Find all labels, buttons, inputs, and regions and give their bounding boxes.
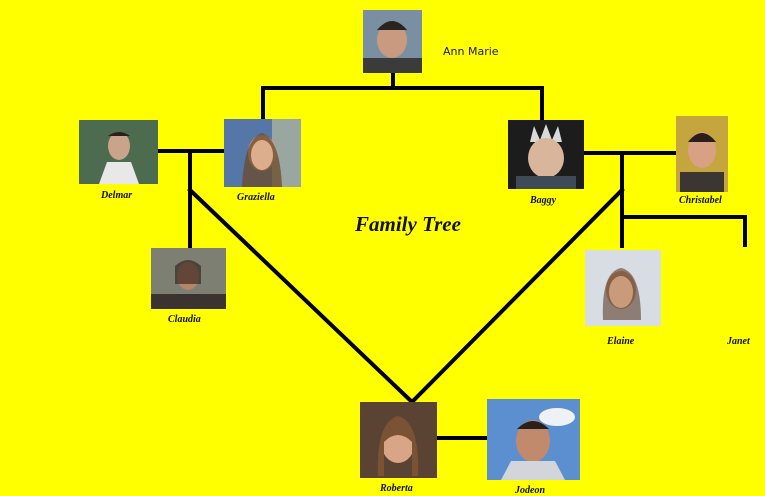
line-to-janet [620,215,747,247]
photo-elaine [585,250,661,326]
photo-delmar [79,120,158,184]
photo-christabel [676,116,728,192]
photo-claudia [151,248,226,309]
name-baggy: Baggy [530,195,557,206]
name-claudia: Claudia [168,314,201,325]
name-roberta: Roberta [380,483,413,494]
diagram-title: Family Tree [355,212,461,236]
photo-graziella [224,119,301,187]
photo-ann-marie [363,10,422,73]
photo-roberta [360,402,437,478]
line-right-diagonal [409,187,625,405]
name-christabel: Christabel [679,195,722,206]
name-janet: Janet [727,336,750,347]
name-ann-marie: Ann Marie [443,45,499,58]
name-graziella: Graziella [237,192,275,203]
photo-jodeon [487,399,580,480]
photo-baggy [508,120,584,189]
name-elaine: Elaine [607,336,635,347]
name-jodeon: Jodeon [515,485,545,496]
name-delmar: Delmar [101,190,133,201]
line-left-diagonal [187,187,415,405]
